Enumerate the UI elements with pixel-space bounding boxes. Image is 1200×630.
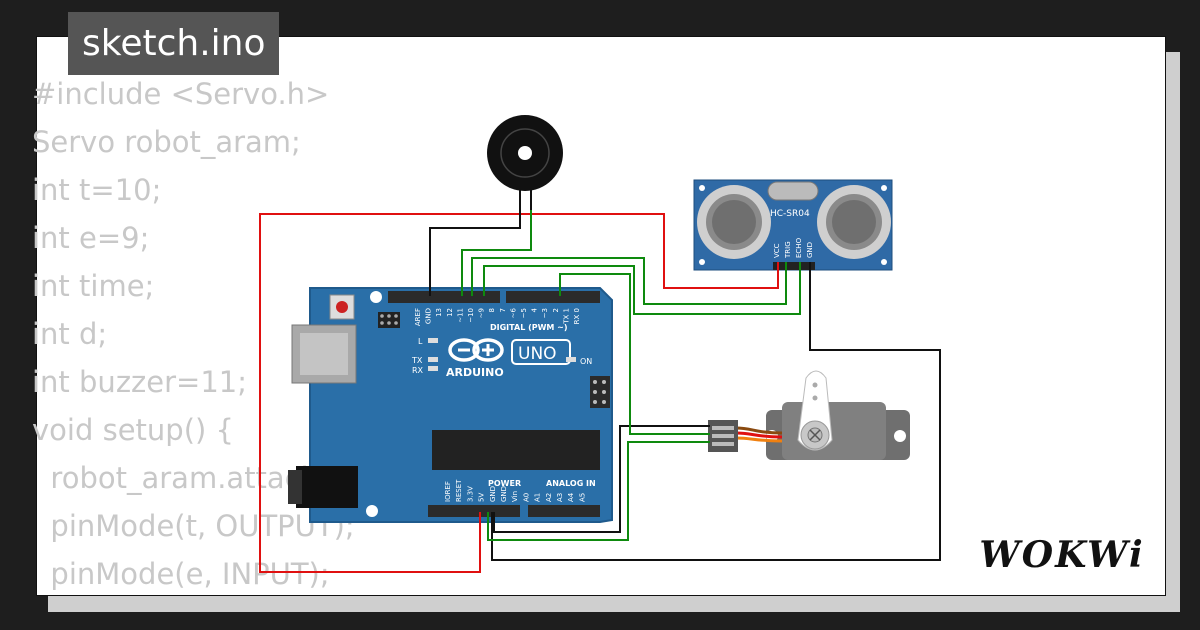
pin-label: TRIG [784,241,792,259]
pin-label: 12 [446,308,454,317]
pin-label: A4 [567,492,575,502]
pin-label: A3 [556,493,564,502]
wire-buzzer-gnd[interactable] [429,210,521,296]
wire-trig[interactable] [471,257,787,305]
tx-led-label: TX [411,356,423,365]
pin-label: A5 [578,493,586,502]
rx-led-label: RX [412,366,424,375]
pin-label: ~5 [520,308,528,318]
pin-label: ~9 [478,308,486,318]
pin-label: AREF [414,308,422,326]
pin-label: 7 [499,308,507,312]
wire-5v-to-vcc[interactable] [259,213,779,573]
pin-label: TX 1 [562,308,570,325]
pin-label: 13 [435,308,443,317]
pin-label: RX 0 [573,308,581,324]
file-tab[interactable]: sketch.ino [68,12,280,75]
pin-label: GND [806,242,814,258]
pin-label: A1 [534,493,542,502]
pin-label: ~11 [456,308,464,323]
pin-label: ~6 [509,307,517,318]
code-line: #include <Servo.h> [32,77,330,111]
pin-label: GND [489,486,497,502]
code-line: Servo robot_aram; [32,125,301,159]
power-label: POWER [488,479,521,488]
on-led-label: ON [580,357,592,366]
pin-label: GND [425,308,433,324]
code-editor: #include <Servo.h> Servo robot_aram;int t… [32,70,370,598]
arduino-uno-board[interactable]: ARDUINO UNO DIGITAL (PWM ~) POWER ANALOG… [288,287,613,523]
code-line: int d; [32,317,108,351]
pin-label: ECHO [795,237,803,258]
pin-label: 2 [552,308,560,312]
wire-servo-pin[interactable] [559,273,710,435]
digital-pwm-label: DIGITAL (PWM ~) [490,323,568,332]
pin-label: VCC [773,243,781,258]
servo-motor[interactable] [708,370,910,460]
wire-servo-gnd[interactable] [493,425,710,533]
l-led-label: L [418,337,423,346]
pin-label: 4 [531,307,539,312]
wire-buzzer-signal[interactable] [461,210,532,296]
wire-sensor-gnd[interactable] [491,262,941,561]
code-line: int e=9; [32,221,150,255]
wire-servo-signal[interactable] [487,441,710,541]
analog-in-label: ANALOG IN [546,479,596,488]
wokwi-logo: WOKWi [976,530,1148,580]
piezo-buzzer[interactable] [487,115,563,210]
arduino-brand-label: ARDUINO [446,366,504,379]
pin-label: 3.3V [466,486,474,502]
code-line: int buzzer=11; [32,365,247,399]
pin-label: RESET [455,479,463,502]
code-line: void setup() { [32,413,234,447]
code-line: int t=10; [32,173,162,207]
pin-label: Vin [511,491,519,502]
code-line: pinMode(e, INPUT); [32,557,330,591]
wire-echo[interactable] [483,262,801,315]
pin-label: A2 [545,493,553,502]
pin-label: ~3 [541,308,549,318]
pin-label: ~10 [467,308,475,323]
pin-label: 8 [488,308,496,312]
pin-label: GND [500,486,508,502]
pin-label: 5V [478,493,486,502]
code-line: int time; [32,269,155,303]
pin-label: A0 [522,493,530,502]
arduino-model-label: UNO [518,344,557,364]
sensor-model-label: HC-SR04 [770,209,810,219]
pin-label: IOREF [444,481,452,502]
